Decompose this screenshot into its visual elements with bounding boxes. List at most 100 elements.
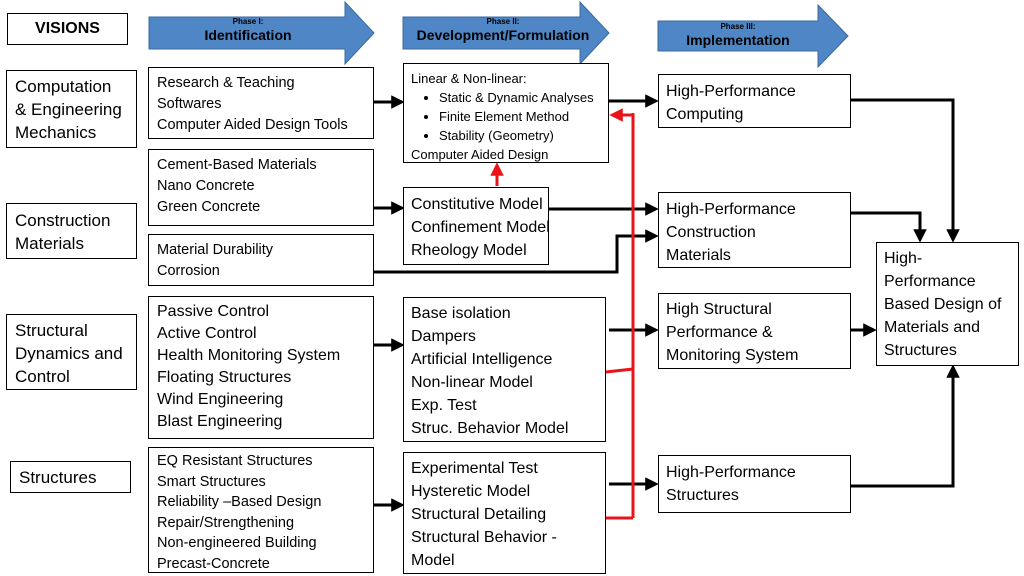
identification-control-box: Passive Control Active Control Health Mo… <box>148 296 374 439</box>
identification-item: Smart Structures <box>157 473 266 490</box>
final-outcome-line: Materials and <box>884 319 981 336</box>
identification-item: Research & Teaching <box>157 75 295 91</box>
development-item: Confinement Model <box>411 219 550 236</box>
vision-dynamics-line: Control <box>15 367 70 386</box>
development-item: Exp. Test <box>411 397 477 414</box>
implementation-item: High Structural <box>666 301 772 318</box>
implementation-item: Computing <box>666 106 744 123</box>
identification-item: Wind Engineering <box>157 391 284 408</box>
arrow-durability-to-hpcm <box>374 229 659 274</box>
identification-item: Precast-Concrete <box>157 555 270 572</box>
development-item: Non-linear Model <box>411 374 533 391</box>
development-structures-box: Experimental Test Hysteretic Model Struc… <box>403 452 606 574</box>
phase-3-label: Phase III: Implementation <box>658 22 818 48</box>
phase-1-title: Identification <box>204 27 292 43</box>
development-dynamics-box: Base isolation Dampers Artificial Intell… <box>403 297 606 442</box>
vision-computation-box: Computation & Engineering Mechanics <box>6 70 137 148</box>
identification-item: Health Monitoring System <box>157 347 341 364</box>
vision-computation-line: Computation <box>15 77 112 96</box>
identification-computation-box: Research & Teaching Softwares Computer A… <box>148 67 374 139</box>
final-outcome-box: High- Performance Based Design of Materi… <box>876 242 1019 366</box>
phase-3-title: Implementation <box>686 32 790 48</box>
phase-2-title: Development/Formulation <box>416 27 590 43</box>
vision-dynamics-box: Structural Dynamics and Control <box>6 314 137 390</box>
development-bullet-list: Static & Dynamic Analyses Finite Element… <box>411 88 608 145</box>
arrow-hpc-to-final <box>851 98 960 243</box>
final-outcome-line: Structures <box>884 342 957 359</box>
phase-arrow-3 <box>657 3 849 69</box>
final-outcome-line: Performance <box>884 273 976 290</box>
implementation-item: Monitoring System <box>666 347 799 364</box>
phase-arrow-2 <box>402 0 610 66</box>
identification-item: Green Concrete <box>157 199 261 215</box>
identification-item: Nano Concrete <box>157 178 255 194</box>
vision-structures-box: Structures <box>10 461 131 493</box>
development-heading: Linear & Non-linear: <box>411 71 527 86</box>
phase-2-label: Phase II: Development/Formulation <box>403 17 603 43</box>
implementation-item: High-Performance <box>666 83 796 100</box>
development-bullet: Stability (Geometry) <box>439 126 608 145</box>
development-computation-box: Linear & Non-linear: Static & Dynamic An… <box>403 63 609 163</box>
vision-computation-line: Mechanics <box>15 123 97 142</box>
development-item: Dampers <box>411 328 476 345</box>
visions-label: VISIONS <box>7 13 128 45</box>
final-outcome-line: High- <box>884 250 923 267</box>
development-bullet: Finite Element Method <box>439 107 608 126</box>
identification-item: Softwares <box>157 96 222 112</box>
identification-item: Passive Control <box>157 303 270 320</box>
implementation-computing-box: High-Performance Computing <box>658 74 851 128</box>
identification-item: Non-engineered Building <box>157 535 317 551</box>
development-item: Experimental Test <box>411 460 538 477</box>
identification-item: Material Durability <box>157 242 274 258</box>
vision-materials-line: Construction <box>15 211 111 230</box>
phase-1-label: Phase I: Identification <box>150 17 346 43</box>
identification-durability-box: Material Durability Corrosion <box>148 234 374 286</box>
implementation-item: Performance & <box>666 324 773 341</box>
implementation-item: High-Performance <box>666 464 796 481</box>
visions-label-text: VISIONS <box>35 20 100 37</box>
development-item: Hysteretic Model <box>411 483 531 500</box>
phase-3-number: Phase III: <box>720 22 756 31</box>
vision-dynamics-line: Dynamics and <box>15 344 123 363</box>
vision-dynamics-line: Structural <box>15 321 88 340</box>
vision-structures-line: Structures <box>19 468 97 487</box>
identification-item: Floating Structures <box>157 369 292 386</box>
development-materials-box: Constitutive Model Confinement Model Rhe… <box>403 187 550 265</box>
identification-item: EQ Resistant Structures <box>157 453 313 469</box>
vision-computation-line: & Engineering <box>15 100 122 119</box>
identification-item: Reliability –Based Design <box>157 494 322 510</box>
implementation-materials-box: High-Performance Construction Materials <box>658 192 851 268</box>
phase-1-number: Phase I: <box>232 17 264 26</box>
implementation-item: Structures <box>666 487 739 504</box>
implementation-item: High-Performance <box>666 201 796 218</box>
development-item: Constitutive Model <box>411 196 543 213</box>
development-bullet: Static & Dynamic Analyses <box>439 88 608 107</box>
development-item: Base isolation <box>411 305 511 322</box>
identification-item: Cement-Based Materials <box>157 157 317 173</box>
feedback-from-dynamics <box>605 367 634 374</box>
identification-item: Active Control <box>157 325 257 342</box>
development-item: Artificial Intelligence <box>411 351 553 368</box>
phase-2-number: Phase II: <box>486 17 520 26</box>
implementation-structures-box: High-Performance Structures <box>658 455 851 513</box>
implementation-item: Construction <box>666 224 756 241</box>
vision-materials-box: Construction Materials <box>6 203 137 259</box>
vision-materials-line: Materials <box>15 234 84 253</box>
development-item: Structural Detailing <box>411 506 547 523</box>
identification-item: Corrosion <box>157 263 220 279</box>
development-item: Rheology Model <box>411 242 527 259</box>
development-item: Model <box>411 552 455 569</box>
identification-structures-box: EQ Resistant Structures Smart Structures… <box>148 447 374 573</box>
development-item: Structural Behavior - <box>411 529 557 546</box>
identification-cement-box: Cement-Based Materials Nano Concrete Gre… <box>148 149 374 226</box>
implementation-structural-box: High Structural Performance & Monitoring… <box>658 293 851 369</box>
final-outcome-line: Based Design of <box>884 296 1002 313</box>
identification-item: Repair/Strengthening <box>157 514 295 531</box>
identification-item: Blast Engineering <box>157 413 283 430</box>
development-footer: Computer Aided Design <box>411 147 549 162</box>
phase-arrow-1 <box>148 0 375 66</box>
implementation-item: Materials <box>666 247 731 264</box>
identification-item: Computer Aided Design Tools <box>157 117 348 133</box>
arrow-hps-to-final <box>851 364 960 488</box>
